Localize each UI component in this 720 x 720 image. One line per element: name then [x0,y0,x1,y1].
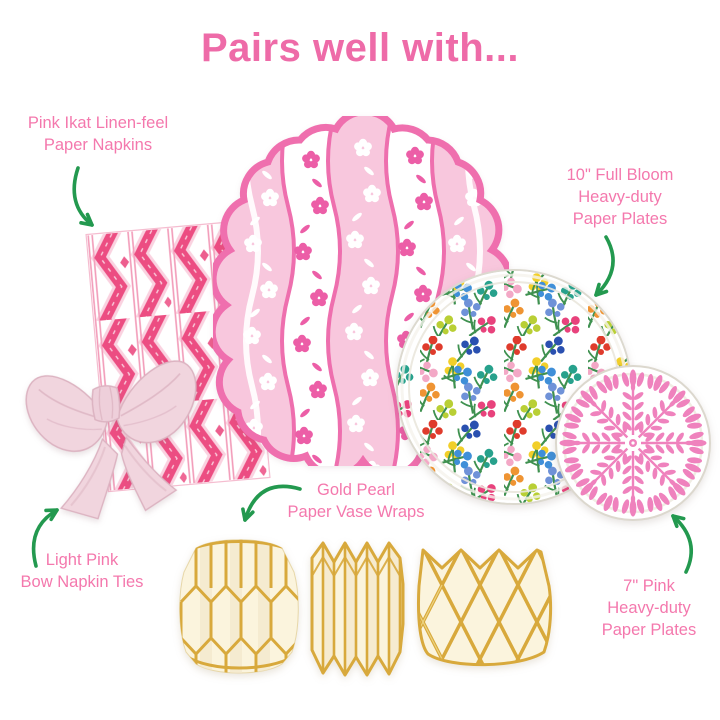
label-line: Light Pink [45,551,119,569]
arrow-to-ikat-napkins-icon [72,166,94,227]
label-pink-plates: 7" Pink Heavy-duty Paper Plates [574,575,720,641]
label-line: Paper Napkins [43,136,153,154]
label-line: Paper Plates [572,210,668,228]
label-vase-wraps: Gold Pearl Paper Vase Wraps [256,479,456,523]
bow-napkin-tie-image [25,360,197,520]
label-line: Paper Plates [601,621,697,639]
label-line: Pink Ikat Linen-feel [27,114,169,132]
vase-wrap-center [310,541,405,677]
label-bow-ties: Light Pink Bow Napkin Ties [0,549,164,593]
label-line: 7" Pink [623,577,675,595]
label-line: Heavy-duty [607,599,691,617]
label-line: 10" Full Bloom [566,166,674,184]
pink-plate-image [555,365,711,521]
vase-wraps-image [179,539,553,677]
vase-wrap-left [179,539,299,674]
label-line: Bow Napkin Ties [20,573,144,591]
label-line: Gold Pearl [317,481,395,499]
page-title: Pairs well with... [201,26,519,70]
vase-wrap-right [416,548,553,667]
arrow-to-pink-plates-icon [671,514,694,574]
label-full-bloom-plates: 10" Full Bloom Heavy-duty Paper Plates [545,164,695,230]
label-ikat-napkins: Pink Ikat Linen-feel Paper Napkins [8,112,188,156]
label-line: Heavy-duty [578,188,662,206]
label-line: Paper Vase Wraps [287,503,425,521]
